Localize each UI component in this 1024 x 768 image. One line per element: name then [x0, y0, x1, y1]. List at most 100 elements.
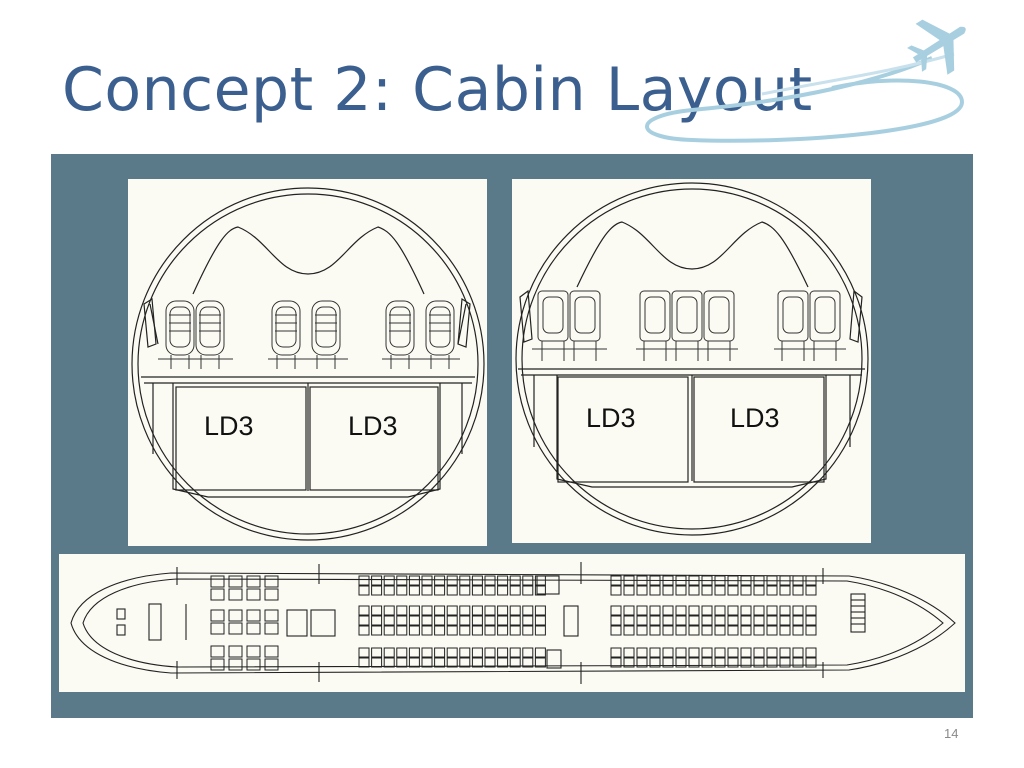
- seat: [649, 657, 661, 668]
- seat: [649, 605, 661, 616]
- seat: [497, 657, 509, 668]
- seat: [727, 585, 739, 596]
- seat: [371, 605, 383, 616]
- seat: [805, 625, 817, 636]
- seat: [779, 585, 791, 596]
- seat: [792, 575, 804, 586]
- seat: [662, 657, 674, 668]
- seat: [421, 585, 433, 596]
- seat: [534, 585, 546, 596]
- seat: [766, 575, 778, 586]
- seat: [264, 588, 279, 601]
- seat: [396, 647, 408, 658]
- seat: [534, 615, 546, 626]
- seat: [459, 657, 471, 668]
- seat: [610, 657, 622, 668]
- seat: [727, 605, 739, 616]
- seat: [688, 575, 700, 586]
- seat: [509, 585, 521, 596]
- seat: [714, 605, 726, 616]
- hold-label-ld3: LD3: [204, 411, 254, 441]
- seat: [792, 625, 804, 636]
- seat: [408, 605, 420, 616]
- seat: [446, 625, 458, 636]
- seat: [383, 657, 395, 668]
- seat: [753, 575, 765, 586]
- seat: [509, 615, 521, 626]
- seat: [446, 647, 458, 658]
- seat: [688, 605, 700, 616]
- seat: [701, 625, 713, 636]
- hold-label-ld3: LD3: [348, 411, 398, 441]
- seat: [484, 605, 496, 616]
- seat: [497, 575, 509, 586]
- seat: [610, 647, 622, 658]
- seat: [371, 575, 383, 586]
- seat: [662, 585, 674, 596]
- drawings-panel: LD3 LD3: [51, 154, 973, 718]
- seat: [383, 615, 395, 626]
- seat: [636, 605, 648, 616]
- seat: [649, 585, 661, 596]
- seat: [383, 585, 395, 596]
- seat: [610, 605, 622, 616]
- seat: [714, 625, 726, 636]
- seat: [509, 575, 521, 586]
- seat: [228, 658, 243, 671]
- seat: [662, 625, 674, 636]
- seat: [675, 647, 687, 658]
- seat: [534, 625, 546, 636]
- seat: [471, 585, 483, 596]
- seat: [727, 657, 739, 668]
- seat: [792, 657, 804, 668]
- seat: [446, 615, 458, 626]
- seat: [649, 625, 661, 636]
- seat: [434, 647, 446, 658]
- seat: [649, 615, 661, 626]
- seat: [509, 647, 521, 658]
- seat: [434, 605, 446, 616]
- hold-label-ld3: LD3: [586, 403, 636, 433]
- seat: [623, 585, 635, 596]
- seat: [522, 615, 534, 626]
- seat: [636, 615, 648, 626]
- seat: [497, 625, 509, 636]
- seat: [446, 657, 458, 668]
- seat: [779, 657, 791, 668]
- seat: [805, 647, 817, 658]
- seat: [264, 658, 279, 671]
- seat: [210, 588, 225, 601]
- seat: [714, 575, 726, 586]
- seat: [497, 605, 509, 616]
- seat: [753, 647, 765, 658]
- seat: [792, 647, 804, 658]
- seat: [434, 575, 446, 586]
- seat: [408, 615, 420, 626]
- seat: [396, 585, 408, 596]
- seat: [740, 575, 752, 586]
- seat: [371, 615, 383, 626]
- seat: [459, 585, 471, 596]
- seat: [662, 605, 674, 616]
- seat: [484, 585, 496, 596]
- seat: [210, 658, 225, 671]
- seat: [471, 657, 483, 668]
- seat: [383, 575, 395, 586]
- seat: [408, 625, 420, 636]
- seat: [766, 657, 778, 668]
- seat: [701, 647, 713, 658]
- seat: [636, 575, 648, 586]
- seat: [662, 647, 674, 658]
- seat: [228, 622, 243, 635]
- seat: [434, 657, 446, 668]
- seat: [210, 575, 225, 588]
- seat: [740, 605, 752, 616]
- seat: [246, 622, 261, 635]
- seat: [421, 615, 433, 626]
- seat: [246, 645, 261, 658]
- seat: [805, 657, 817, 668]
- seat: [714, 647, 726, 658]
- seat: [675, 585, 687, 596]
- seat: [408, 585, 420, 596]
- seat: [408, 575, 420, 586]
